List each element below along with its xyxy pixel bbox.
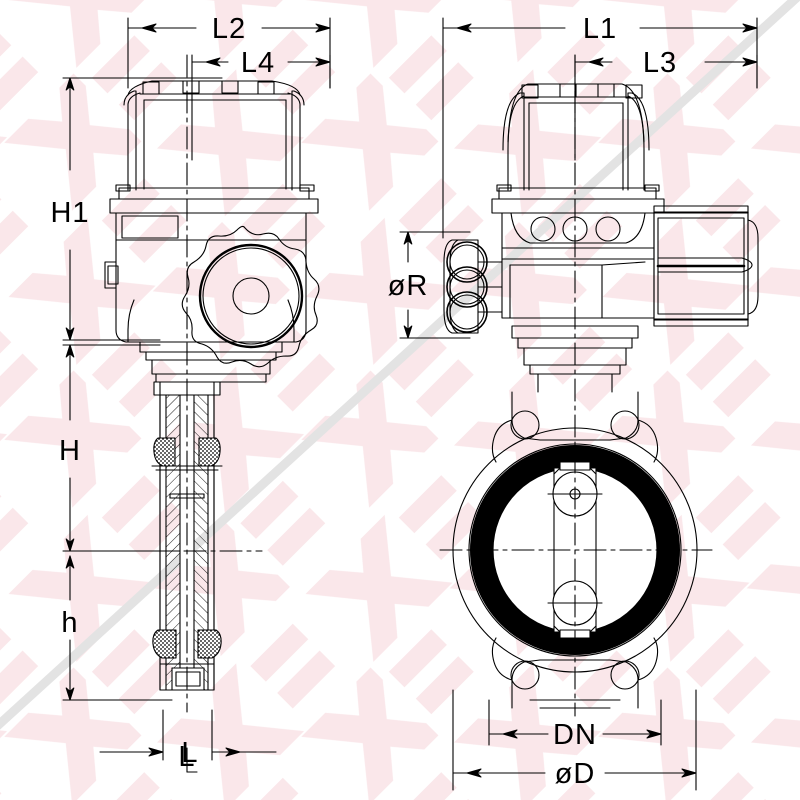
dimension-L1 [442, 17, 758, 239]
actuator-body-front [501, 212, 655, 319]
dimension-h [62, 555, 173, 701]
dimension-L [99, 709, 277, 773]
front-elevation-view: L1 L3 øR [388, 13, 759, 791]
actuator-cover [123, 80, 305, 191]
side-elevation-view: L2 L4 H1 [50, 13, 331, 773]
cable-gland-cluster [443, 239, 503, 334]
dim-label-L4: L4 [241, 47, 275, 79]
dim-label-D: øD [555, 758, 596, 790]
motor-housing [653, 205, 759, 327]
actuator-cover-front [502, 83, 650, 191]
dim-label-H1: H1 [50, 197, 89, 229]
dim-label-R: øR [388, 270, 429, 302]
actuator-mounting-bracket [139, 341, 283, 383]
actuator-flange [109, 184, 319, 214]
dimension-H1 [62, 77, 223, 341]
actuator-gearbox-body [104, 212, 307, 343]
actuator-flange-front [491, 184, 665, 214]
handwheel [181, 225, 320, 368]
dimension-L4 [191, 54, 331, 161]
dim-label-DN: DN [553, 719, 597, 751]
watermark-diagonal-stripe [0, 0, 800, 730]
valve-body-section [151, 381, 223, 691]
dimension-D [452, 689, 697, 791]
dimension-DN [488, 699, 662, 746]
dim-label-L1: L1 [583, 13, 617, 45]
dim-label-L2: L2 [212, 13, 246, 45]
dim-label-L3: L3 [643, 47, 677, 79]
dim-label-L: L [178, 741, 195, 773]
dim-label-H: H [59, 435, 81, 467]
dim-label-h: h [61, 607, 78, 639]
dimension-R [399, 231, 471, 339]
dim-label-L-visible: L [181, 737, 198, 769]
